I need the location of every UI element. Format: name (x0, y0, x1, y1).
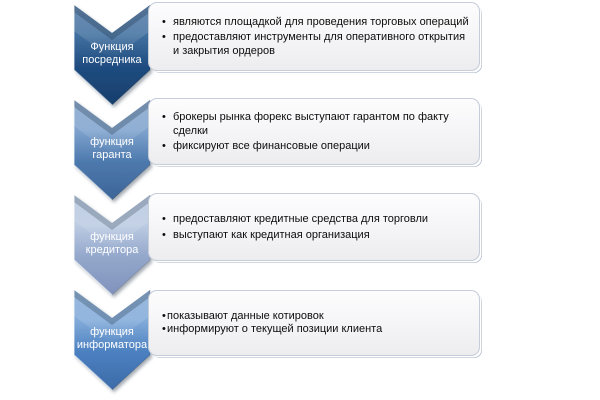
bullet-item: предоставляют инструменты для оперативно… (162, 30, 471, 58)
detail-card: брокеры рынка форекс выступают гарантом … (148, 98, 480, 165)
chevron-label: функция гаранта (90, 136, 134, 161)
bullet-list: брокеры рынка форекс выступают гарантом … (162, 108, 471, 155)
bullet-list: являются площадкой для проведения торгов… (162, 13, 471, 60)
bullet-list: показывают данные котировок информируют … (162, 310, 382, 336)
bullet-item: фиксируют все финансовые операции (162, 139, 471, 153)
chevron-down-arrow (73, 5, 151, 106)
chevron-down-arrow (73, 195, 151, 296)
bullet-item: брокеры рынка форекс выступают гарантом … (162, 110, 471, 138)
bullet-list: предоставляют кредитные средства для тор… (162, 211, 428, 244)
chevron-label: функция информатора (76, 326, 148, 351)
detail-card: являются площадкой для проведения торгов… (148, 2, 480, 71)
chevron-label: функция кредитора (85, 231, 139, 256)
bullet-item: предоставляют кредитные средства для тор… (162, 212, 428, 226)
bullet-item: показывают данные котировок (162, 310, 382, 323)
detail-card: показывают данные котировок информируют … (148, 290, 480, 356)
bullet-item: являются площадкой для проведения торгов… (162, 15, 471, 29)
chevron-down-arrow (73, 100, 151, 201)
bullet-item: выступают как кредитная организация (162, 228, 428, 242)
bullet-item: информируют о текущей позиции клиента (162, 323, 382, 336)
chevron-label: Функция посредника (82, 41, 142, 66)
detail-card: предоставляют кредитные средства для тор… (148, 193, 480, 261)
